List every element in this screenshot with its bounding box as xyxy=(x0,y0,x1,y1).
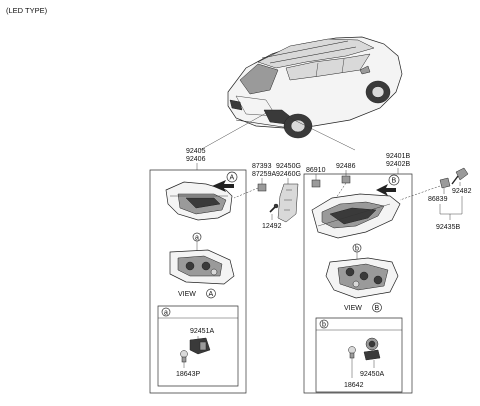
nut-87393 xyxy=(257,183,267,192)
label-87259A: 87259A xyxy=(252,171,276,178)
label-18642: 18642 xyxy=(344,382,364,389)
leader-right-lamp xyxy=(289,117,356,151)
view-a-arrow: A xyxy=(212,171,238,192)
socket-92451A xyxy=(189,337,211,355)
view-a-lamp-back xyxy=(169,249,235,285)
nut-86839 xyxy=(439,177,451,189)
right-assembly-frame xyxy=(303,173,413,394)
dashed-connector-right xyxy=(335,182,347,199)
grommet-92486 xyxy=(341,175,351,184)
leader-left-lamp xyxy=(199,111,269,151)
label-86910: 86910 xyxy=(306,167,326,174)
label-86839: 86839 xyxy=(428,196,448,203)
label-92406: 92406 xyxy=(186,156,206,163)
label-12492: 12492 xyxy=(262,223,282,230)
label-18643P: 18643P xyxy=(176,371,200,378)
inset-b-callout: b xyxy=(322,322,326,329)
dashed-connector-left xyxy=(233,187,259,199)
callout-b: b xyxy=(355,246,359,253)
label-92401B: 92401B xyxy=(386,153,410,160)
diagram-title: (LED TYPE) xyxy=(6,6,48,15)
socket-92450A xyxy=(363,337,381,361)
bulb-18642 xyxy=(348,346,356,359)
vehicle-illustration xyxy=(227,36,403,139)
clip-86910 xyxy=(311,179,321,188)
inner-tail-lamp xyxy=(165,181,233,221)
bracket-92435B xyxy=(439,196,463,215)
view-a-letter: A xyxy=(209,291,214,298)
dashed-connector-far-right xyxy=(399,185,441,201)
label-92451A: 92451A xyxy=(190,328,214,335)
inset-a-frame xyxy=(157,305,239,387)
callout-B: B xyxy=(392,178,397,185)
view-b-letter: B xyxy=(375,305,380,312)
label-92405: 92405 xyxy=(186,148,206,155)
seal-92450G xyxy=(277,183,299,223)
view-b-word: VIEW xyxy=(344,305,362,312)
callout-a: a xyxy=(195,235,199,242)
label-92402B: 92402B xyxy=(386,161,410,168)
bolt-92482 xyxy=(451,167,469,185)
label-92435B: 92435B xyxy=(436,224,460,231)
outer-tail-lamp xyxy=(311,193,401,239)
label-87393: 87393 xyxy=(252,163,272,170)
screw-12492 xyxy=(269,203,279,213)
view-b-lamp-back xyxy=(325,257,399,299)
callout-A: A xyxy=(230,175,235,182)
bulb-18643P xyxy=(180,350,188,363)
label-92460G: 92460G xyxy=(276,171,301,178)
view-b-arrow: B xyxy=(376,174,400,196)
label-92486: 92486 xyxy=(336,163,356,170)
inset-b-frame xyxy=(315,317,403,393)
label-92482: 92482 xyxy=(452,188,472,195)
view-a-word: VIEW xyxy=(178,291,196,298)
label-92450A: 92450A xyxy=(360,371,384,378)
inset-a-callout: a xyxy=(164,310,168,317)
left-assembly-frame xyxy=(149,169,247,394)
label-92450G: 92450G xyxy=(276,163,301,170)
